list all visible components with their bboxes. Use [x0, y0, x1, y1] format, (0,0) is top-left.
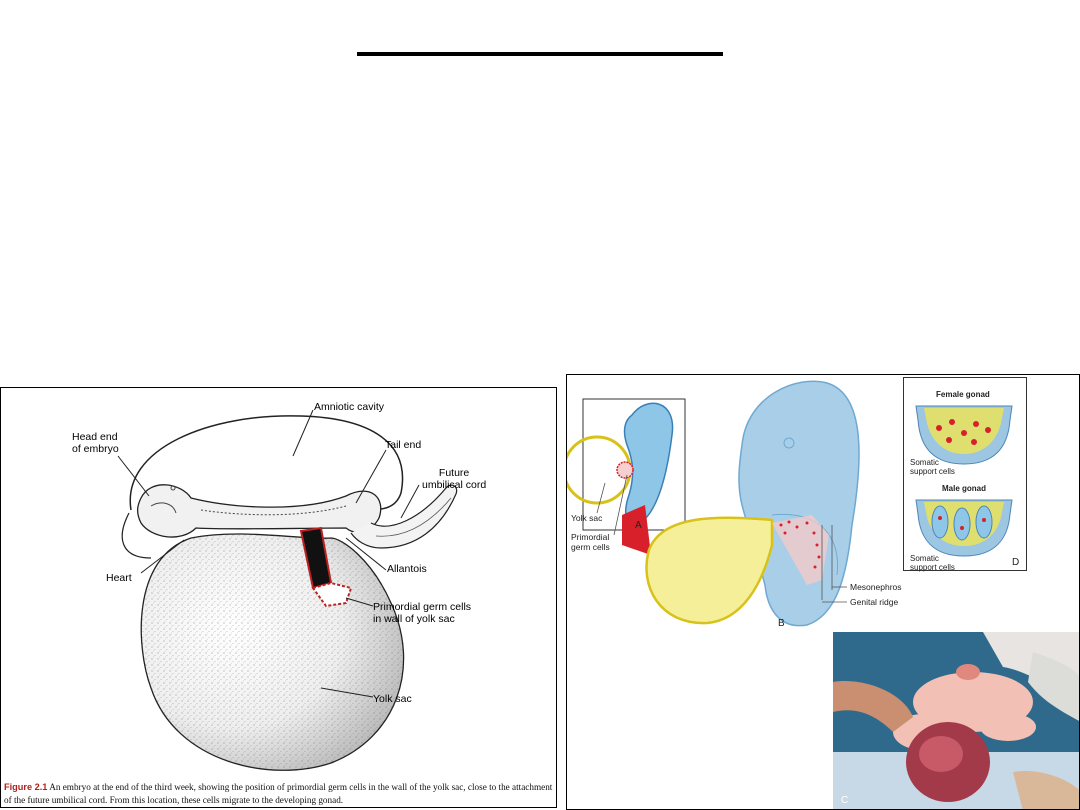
- label-primordial-germ-cells-a: Primordial germ cells: [571, 532, 610, 552]
- title-underline: [357, 52, 723, 56]
- label-amniotic-cavity: Amniotic cavity: [314, 401, 385, 413]
- yolk-sac-b: [645, 516, 774, 625]
- label-head-end: Head end of embryo: [72, 431, 119, 455]
- photo-clinical-sacrococcygeal-teratoma: C: [833, 632, 1079, 809]
- panel-label-d: D: [1012, 557, 1020, 568]
- future-cord-shape: [350, 484, 458, 549]
- label-somatic-support-cells-female: Somatic support cells: [910, 458, 955, 476]
- panel-label-c: C: [841, 795, 849, 806]
- figure-embryo-third-week: Amniotic cavity Head end of embryo Tail …: [0, 387, 557, 808]
- label-primordial-germ-cells: Primordial germ cells in wall of yolk sa…: [373, 601, 472, 625]
- label-yolk-sac-a: Yolk sac: [571, 513, 603, 523]
- panel-label-b: B: [778, 618, 785, 629]
- label-male-gonad: Male gonad: [942, 484, 987, 493]
- panel-label-a: A: [635, 520, 642, 531]
- label-future-umbilical-cord: Future umbilical cord: [422, 467, 487, 491]
- figure-caption: Figure 2.1 An embryo at the end of the t…: [4, 781, 554, 807]
- label-heart: Heart: [106, 572, 132, 584]
- figure-number: Figure 2.1: [4, 782, 48, 792]
- embryo-b: [738, 380, 860, 627]
- label-genital-ridge: Genital ridge: [850, 597, 899, 607]
- label-somatic-support-cells-male: Somatic support cells: [910, 554, 955, 572]
- embryo-body: [136, 484, 382, 538]
- label-yolk-sac: Yolk sac: [373, 693, 412, 705]
- amniotic-membrane: [129, 415, 404, 511]
- caption-text: An embryo at the end of the third week, …: [4, 782, 553, 805]
- figure-gonad-development: Yolk sac Primordial germ cells A Mesonep…: [566, 374, 1080, 810]
- label-allantois: Allantois: [387, 563, 427, 575]
- label-mesonephros: Mesonephros: [850, 582, 902, 592]
- label-tail-end: Tail end: [385, 439, 422, 451]
- panel-d-gonads: Female gonad Somatic support cells Male …: [903, 377, 1027, 572]
- embryo-a: [623, 402, 674, 527]
- label-female-gonad: Female gonad: [936, 390, 990, 399]
- embryo-illustration: [117, 409, 458, 771]
- gonad-illustration: [567, 380, 860, 627]
